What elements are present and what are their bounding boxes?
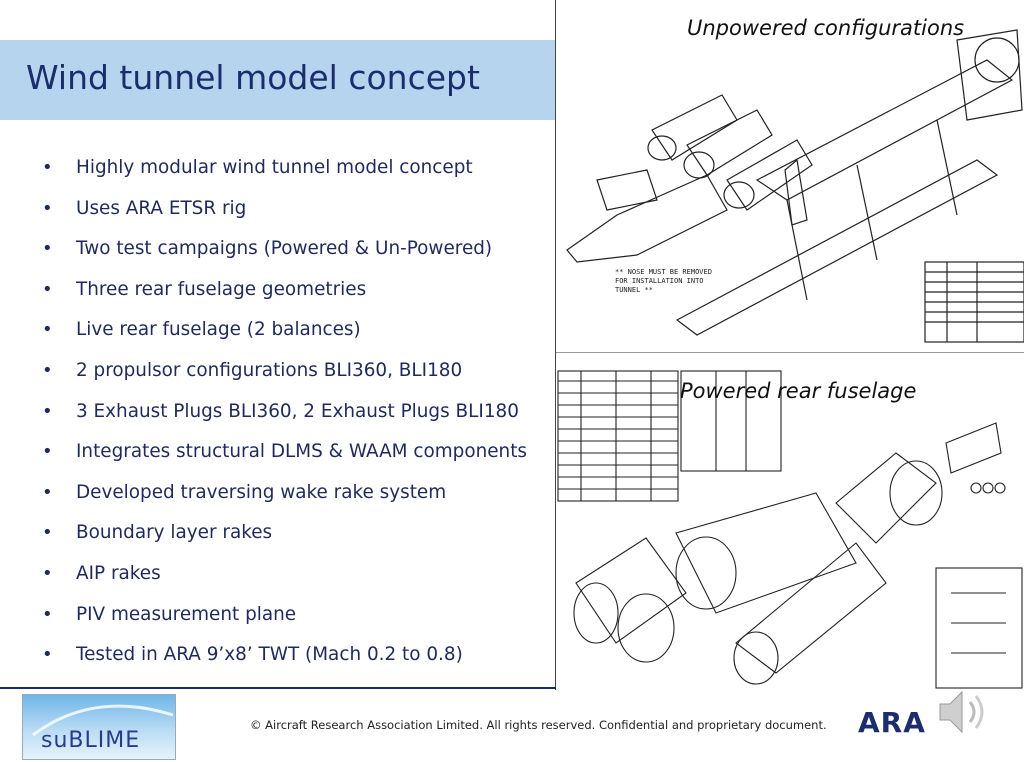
bullet-item: • Highly modular wind tunnel model concep… [40,150,527,191]
unpowered-configurations-figure: Unpowered configurations ** NOSE MUST BE… [557,0,1024,345]
speaker-icon[interactable] [930,684,996,740]
bullet-item: • Uses ARA ETSR rig [40,191,527,232]
title-bar [0,40,555,120]
bullet-dot: • [42,400,53,422]
bullet-text: Boundary layer rakes [76,522,273,544]
bullet-item: • Tested in ARA 9’x8’ TWT (Mach 0.2 to 0.… [40,637,527,678]
ara-logo: ARA [858,706,926,739]
bullet-item: • Boundary layer rakes [40,515,527,556]
bullet-dot: • [42,157,53,178]
bullet-item: • AIP rakes [40,556,527,597]
unpowered-caption: Unpowered configurations [687,16,965,40]
bullet-dot: • [42,278,53,300]
bullet-text: Developed traversing wake rake system [76,481,447,503]
bullet-text: Tested in ARA 9’x8’ TWT (Mach 0.2 to 0.8… [76,644,463,666]
bullet-dot: • [42,644,53,666]
drawing-note: ** NOSE MUST BE REMOVED FOR INSTALLATION… [615,268,712,294]
bullet-dot: • [42,603,53,625]
bullet-text: 3 Exhaust Plugs BLI360, 2 Exhaust Plugs … [76,400,519,422]
bullet-text: 2 propulsor configurations BLI360, BLI18… [76,359,463,381]
bullet-item: • Integrates structural DLMS & WAAM compo… [40,434,527,475]
bullet-dot: • [42,319,53,341]
bullet-text: PIV measurement plane [76,603,297,625]
copyright-text: © Aircraft Research Association Limited.… [250,718,827,732]
bullet-dot: • [42,359,53,381]
bullet-text: Two test campaigns (Powered & Un-Powered… [76,238,493,260]
bullet-item: • 2 propulsor configurations BLI360, BLI1… [40,353,527,394]
bullet-text: Highly modular wind tunnel model concept [76,157,473,178]
bullet-dot: • [42,197,53,219]
vertical-divider [555,0,556,690]
logo-text: suBLIME [41,728,141,753]
slide-title: Wind tunnel model concept [26,58,480,97]
powered-caption: Powered rear fuselage [680,379,917,403]
bullet-item: • Developed traversing wake rake system [40,475,527,516]
bullet-dot: • [42,481,53,503]
bullet-text: Live rear fuselage (2 balances) [76,319,361,341]
bullet-dot: • [42,562,53,584]
powered-rear-fuselage-figure: Powered rear fuselage [556,352,1024,693]
bullet-dot: • [42,238,53,260]
bullet-item: • Three rear fuselage geometries [40,272,527,313]
bullet-list: • Highly modular wind tunnel model concep… [40,150,527,678]
bullet-item: • PIV measurement plane [40,597,527,638]
bullet-dot: • [42,522,53,544]
powered-drawing [557,370,1023,689]
bullet-item: • Live rear fuselage (2 balances) [40,312,527,353]
footer-divider [0,687,556,689]
unpowered-drawing [566,29,1024,343]
bullet-text: AIP rakes [76,562,161,584]
bullet-item: • Two test campaigns (Powered & Un-Powere… [40,231,527,272]
bullet-dot: • [42,441,53,463]
bullet-text: Uses ARA ETSR rig [76,197,247,219]
bullet-item: • 3 Exhaust Plugs BLI360, 2 Exhaust Plugs… [40,394,527,435]
bullet-text: Integrates structural DLMS & WAAM compon… [76,441,528,463]
sublime-logo: suBLIME [22,694,176,760]
bullet-text: Three rear fuselage geometries [76,278,367,300]
logo-swoosh [32,704,174,737]
